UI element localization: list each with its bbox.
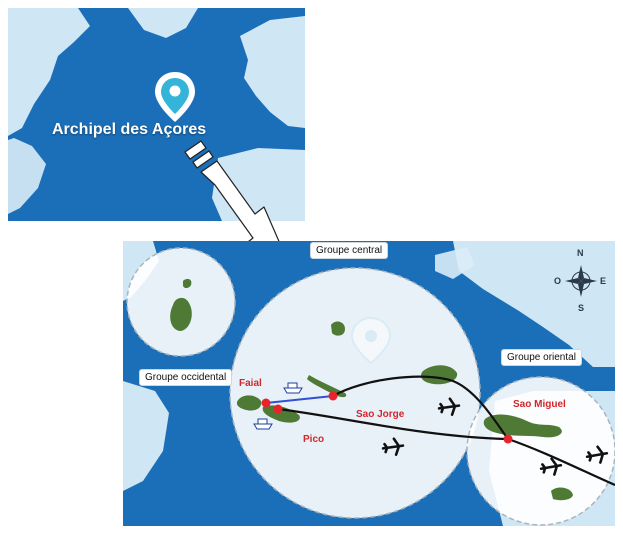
land-greenland [128,8,198,38]
airplane-icon [381,437,405,456]
island-label-pico: Pico [303,434,325,445]
detail-map: Groupe central Groupe occidental Groupe … [123,241,615,526]
land-south-america [8,138,46,214]
faded-pin-icon [350,316,392,365]
archipelago-title: Archipel des Açores [52,121,207,138]
island-flores [170,297,192,331]
airplane-icon [539,457,563,476]
island-faial [236,395,262,411]
location-pin-icon [155,72,195,122]
eastern-group-label: Groupe oriental [501,349,582,366]
marker-sao-jorge [328,391,338,401]
flight-route-continent [507,437,615,487]
central-group-circle [229,267,481,519]
island-label-sao-jorge: Sao Jorge [356,409,405,420]
detail-map-art [123,241,615,526]
island-corvo [183,278,192,288]
compass-north: N [577,248,584,258]
island-graciosa [331,321,345,336]
airplane-icon [437,397,461,416]
land-north-america [8,8,90,136]
island-label-sao-miguel: Sao Miguel [513,399,566,410]
island-santa-maria [551,487,573,501]
central-group-label: Groupe central [310,242,389,259]
ferry-route-line [265,395,334,404]
marker-sao-miguel [503,434,513,444]
compass-east: E [600,276,607,286]
overview-map: Archipel des Açores [8,8,305,221]
compass-west: O [554,276,562,286]
western-group-label: Groupe occidental [139,369,233,386]
island-sao-jorge [307,375,347,398]
ferry-boat-icon [253,418,273,430]
flight-route-pico [277,407,509,441]
compass-south: S [578,303,585,313]
ferry-boat-icon [283,382,303,394]
land-europe [240,16,305,128]
marker-faial [261,398,271,408]
marker-pico [273,404,283,414]
compass-rose-icon [565,265,597,297]
island-label-faial: Faial [239,378,262,389]
airplane-icon [585,445,609,464]
flight-route-terceira [332,375,509,440]
island-pico [262,405,300,423]
